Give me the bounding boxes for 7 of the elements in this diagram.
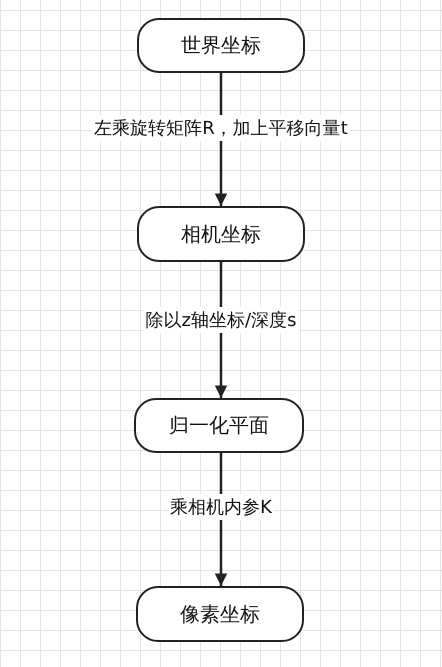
edge-label: 除以z轴坐标/深度s (144, 307, 298, 333)
process-box: 像素坐标 (136, 586, 304, 642)
process-box: 世界坐标 (137, 18, 305, 73)
process-box: 相机坐标 (137, 206, 305, 262)
process-box: 归一化平面 (134, 398, 304, 453)
edge-label: 左乘旋转矩阵R，加上平移向量t (92, 115, 350, 141)
edge-label: 乘相机内参K (168, 494, 274, 520)
